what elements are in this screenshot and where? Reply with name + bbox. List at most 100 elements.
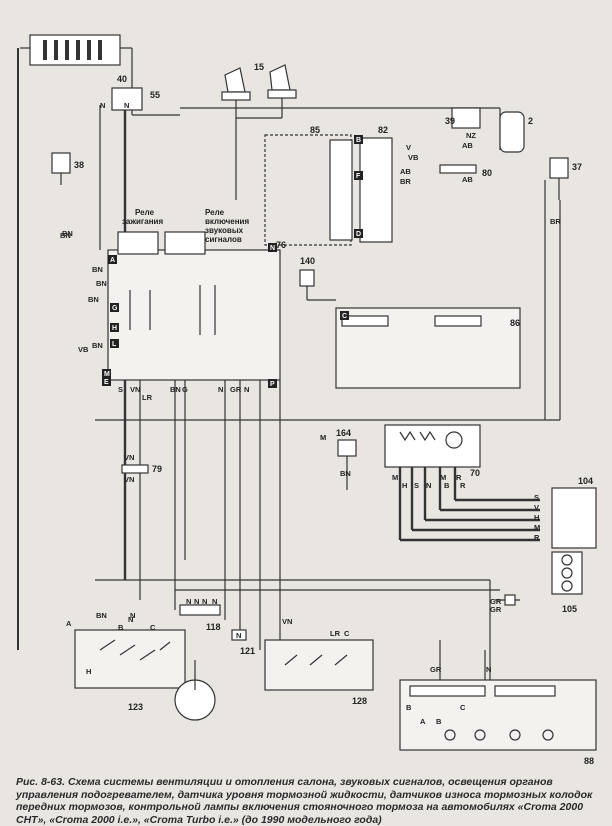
wire-code: H [534,513,539,522]
heater-70 [384,424,481,468]
wire-code: S [414,481,419,490]
wire-code: N [218,385,223,394]
connector-82 [359,137,393,243]
connector-79 [121,464,149,474]
figure-caption: Рис. 8-63. Схема системы вентиляции и от… [16,776,593,826]
connector-letter-box [102,377,111,386]
wire-code: BN [92,341,103,350]
horn-right [269,64,291,91]
horn-left [224,67,246,93]
wire-code: N [130,611,135,620]
wire-code: VN [124,453,134,462]
wire-code: BR [550,217,561,226]
label-c123: 123 [128,702,143,712]
connector-letter-box [354,229,363,238]
relay-horn-label-1: Реле [205,208,225,217]
wire-code: N [194,597,199,606]
connector-letter-box [110,339,119,348]
relay-ignition [117,231,159,255]
wire-code: A [420,717,426,726]
wire-code: N [244,385,249,394]
wire-code: VB [78,345,89,354]
label-c104: 104 [578,476,593,486]
wire-code: LR [142,393,153,402]
connector-121 [231,629,247,641]
wire-code: M [440,473,446,482]
connector-letter: N [270,245,275,252]
relay-horn-label-3: звуковых [205,226,244,235]
wire-code: BN [96,611,107,620]
wire-code: H [86,667,91,676]
connector-letter-box [354,135,363,144]
connector-letter-box [108,255,117,264]
connector-letter: P [270,381,275,388]
connector-letter: H [112,325,117,332]
label-c79: 79 [152,464,162,474]
connector-letter-box [340,311,349,320]
label-c128: 128 [352,696,367,706]
connector-letter: E [104,379,109,386]
wire-code: N [128,615,133,624]
label-c2: 2 [528,116,533,126]
wire-code: A [66,619,72,628]
wire-code: VB [408,153,419,162]
connector-letter-box [268,243,277,252]
wire-code: B [118,623,124,632]
wire-code: AB [462,141,473,150]
wire-code: M [320,433,326,442]
wire-code: C [150,623,156,632]
label-c39: 39 [445,116,455,126]
wire-code: N [212,597,217,606]
wire-code: LR [330,629,341,638]
label-c121: 121 [240,646,255,656]
wire-code: M [392,473,398,482]
wire-code: GR [230,385,242,394]
label-c140: 140 [300,256,315,266]
wire-code: B [436,717,442,726]
wire-code: S [534,493,539,502]
connector-letter-box [354,171,363,180]
wire-code: N [236,631,241,640]
wire-code: GR [490,597,502,606]
wire-code: H [402,481,407,490]
wire-code: NZ [466,131,476,140]
label-c37: 37 [572,162,582,172]
wire-code: BN [88,295,99,304]
label-c86: 86 [510,318,520,328]
connector-letter-box [110,323,119,332]
label-c76: 76 [276,240,286,250]
wire-code: N [124,101,129,110]
wire-code: VN [124,475,134,484]
wire-code: GR [430,665,442,674]
wire-code: BN [60,231,71,240]
wire-code: N [186,597,191,606]
label-c15: 15 [254,62,264,72]
wire-code: M [534,523,540,532]
wire-code: N [426,481,431,490]
wire-code: R [460,481,466,490]
wire-code: BN [96,279,107,288]
fuse-box-76 [107,249,281,381]
wire-code: G [182,385,188,394]
wire-code: S [118,385,123,394]
unit-55 [111,87,143,111]
lamps-105 [551,551,583,595]
label-c70: 70 [470,468,480,478]
wire-code: N [100,101,105,110]
wire-code: VN [130,385,140,394]
switch-104 [551,487,597,549]
label-c164: 164 [336,428,351,438]
connector-118 [179,604,221,616]
connector-letter-box [110,303,119,312]
connector-letter: C [342,313,347,320]
wire-code: BN [62,229,73,238]
switch-164 [337,439,357,457]
connector-letter: M [104,371,110,378]
wire-code: BN [92,265,103,274]
relay-ignition-label-2: зажигания [122,217,163,226]
connector-140 [299,269,315,287]
wire-code: C [460,703,466,712]
sensor-39 [451,107,481,129]
switch-128 [264,639,374,691]
label-c118: 118 [206,622,221,632]
